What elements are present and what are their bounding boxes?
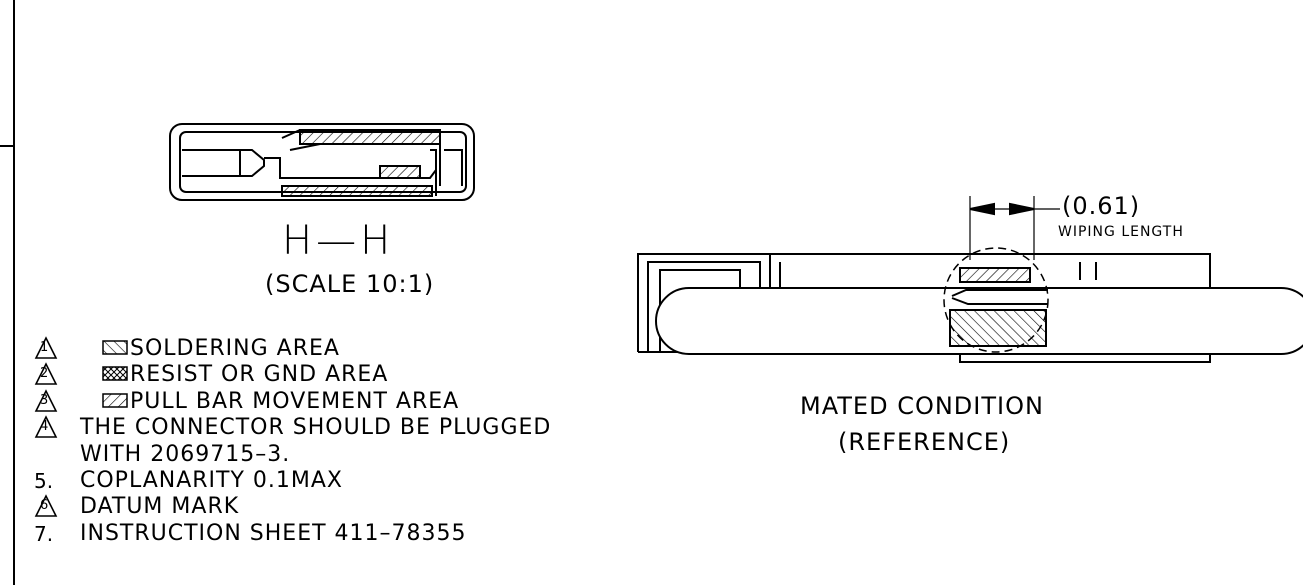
- note-marker-5: 5.: [34, 469, 54, 493]
- flag-icon-4: [34, 415, 58, 438]
- note-marker-6: 6: [40, 498, 49, 513]
- note-marker-2: 2: [40, 366, 49, 381]
- mated-subtitle: (REFERENCE): [838, 428, 1011, 456]
- note-text-5: COPLANARITY 0.1MAX: [80, 468, 343, 493]
- note-text-4-cont: WITH 2069715–3.: [80, 442, 291, 467]
- note-marker-1: 1: [40, 340, 49, 355]
- flag-icon-1: [34, 336, 58, 359]
- flag-icon-3: [34, 389, 58, 412]
- section-scale: (SCALE 10:1): [265, 270, 435, 298]
- note-text-3: PULL BAR MOVEMENT AREA: [130, 389, 460, 414]
- note-marker-4: 4: [40, 419, 49, 434]
- note-text-4: THE CONNECTOR SHOULD BE PLUGGED: [80, 415, 552, 440]
- dimension-value: (0.61): [1062, 192, 1141, 220]
- soldering-swatch: [102, 340, 128, 355]
- note-text-2: RESIST OR GND AREA: [130, 362, 389, 387]
- mated-title: MATED CONDITION: [800, 392, 1044, 420]
- note-marker-3: 3: [40, 393, 49, 408]
- note-text-7: INSTRUCTION SHEET 411–78355: [80, 521, 467, 546]
- section-title: H—H: [282, 218, 395, 264]
- dimension-label: WIPING LENGTH: [1058, 224, 1184, 240]
- frame-border: [0, 0, 15, 585]
- legend-swatches: [102, 340, 128, 408]
- resist-swatch: [102, 366, 128, 381]
- flag-icon-6: [34, 494, 58, 517]
- pull-bar-swatch: [102, 393, 128, 408]
- flag-icon-2: [34, 362, 58, 385]
- note-marker-7: 7.: [34, 522, 54, 546]
- note-text-6: DATUM MARK: [80, 494, 240, 519]
- mated-condition-drawing: [637, 196, 1303, 363]
- section-h-h-drawing: [169, 123, 475, 201]
- note-flag-markers: [34, 336, 58, 517]
- note-text-1: SOLDERING AREA: [130, 336, 340, 361]
